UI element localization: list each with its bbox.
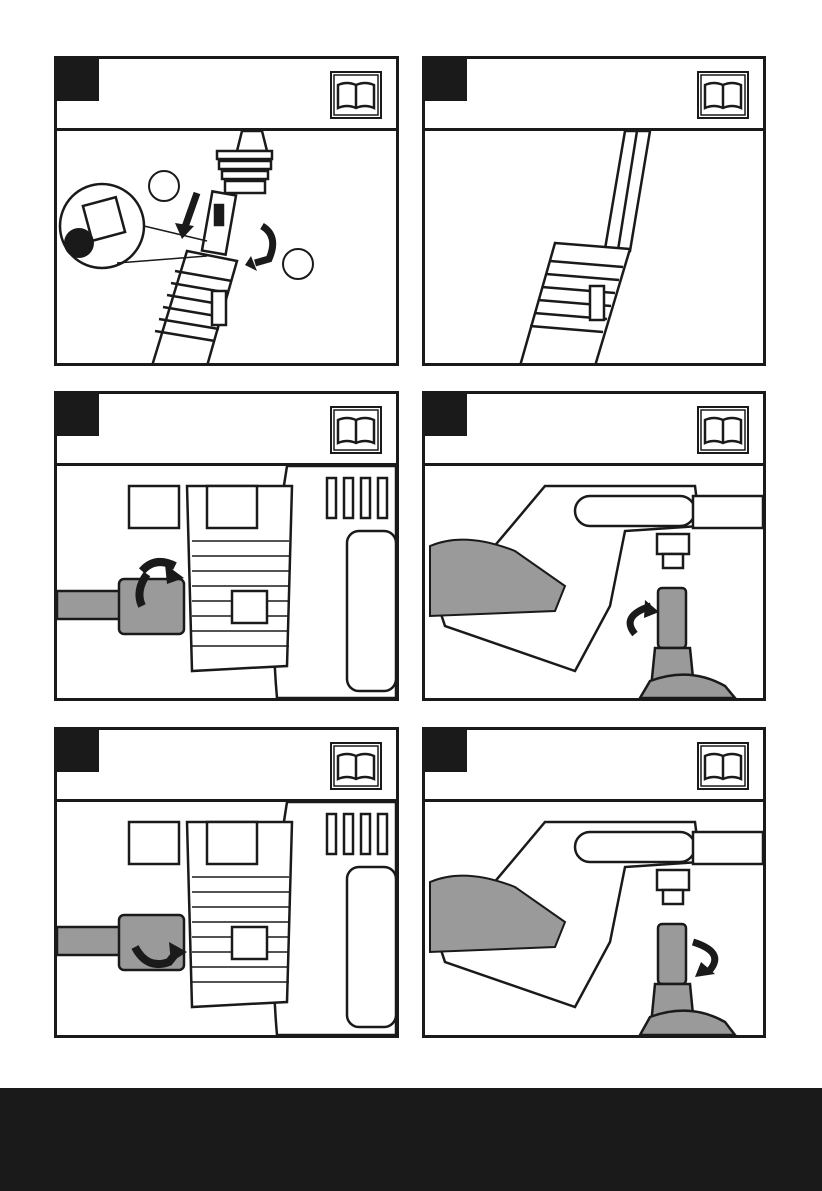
panel-header [425,730,763,802]
step-number-badge [57,730,99,772]
hose-from-gun-illustration [425,802,763,1035]
manual-book-icon [330,742,382,790]
hose-from-machine-illustration [57,802,396,1035]
manual-book-icon [697,742,749,790]
step-number-badge [425,730,467,772]
step-number-badge [425,59,467,101]
step-number-badge [57,394,99,436]
panel-header [57,730,396,802]
hose-to-gun-illustration [425,466,763,698]
instruction-panel-6 [422,727,766,1038]
nozzle-insert-illustration [57,131,396,363]
hose-to-machine-illustration [57,466,396,698]
lance-attached-illustration [425,131,763,363]
instruction-panel-3 [54,391,399,701]
instruction-panel-5 [54,727,399,1038]
instruction-panel-1 [54,56,399,366]
panel-header [425,59,763,131]
panel-header [425,394,763,466]
panel-header [57,59,396,131]
step-number-badge [57,59,99,101]
manual-book-icon [330,71,382,119]
panel-header [57,394,396,466]
footer-band [0,1088,822,1191]
step-number-badge [425,394,467,436]
manual-book-icon [697,406,749,454]
instruction-panel-2 [422,56,766,366]
manual-book-icon [697,71,749,119]
manual-book-icon [330,406,382,454]
instruction-panel-4 [422,391,766,701]
